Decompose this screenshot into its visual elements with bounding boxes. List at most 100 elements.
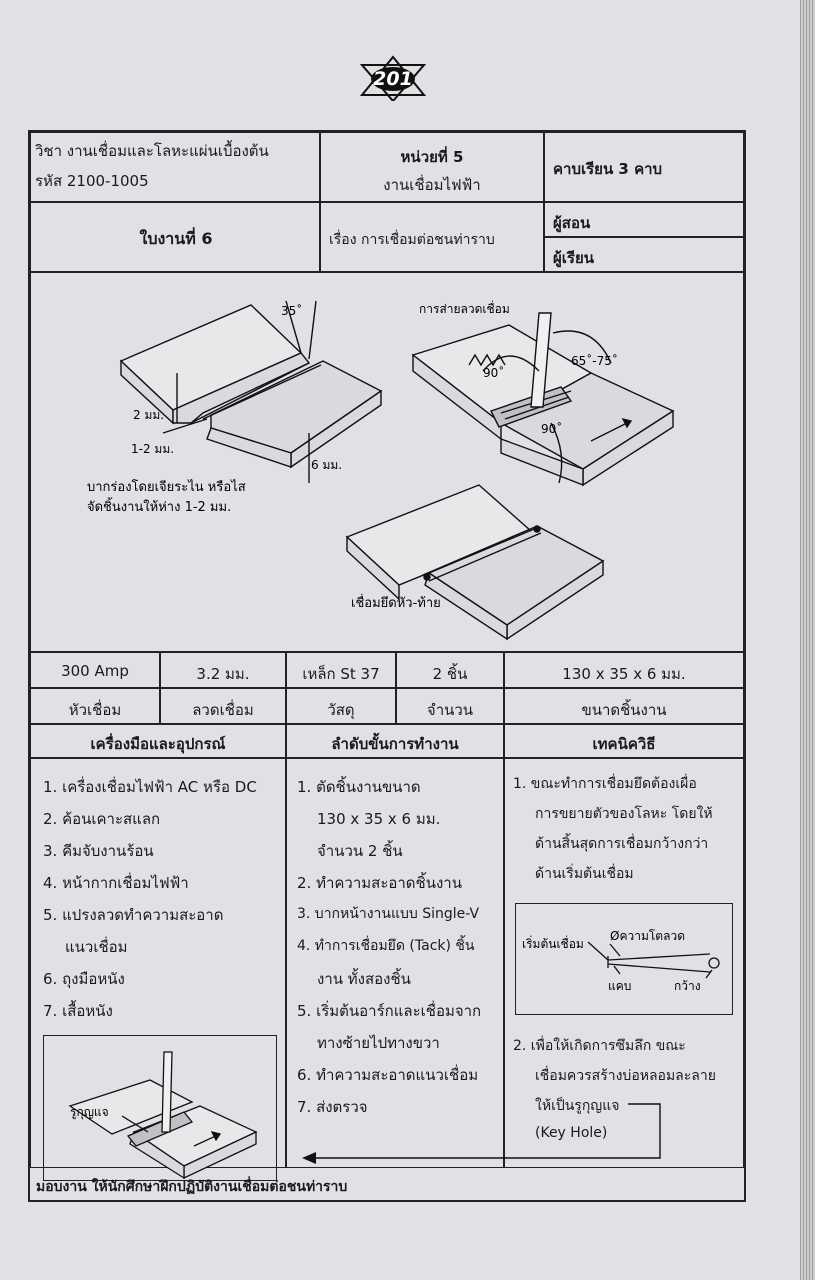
spec-size-label-cell: ขนาดชิ้นงาน (504, 688, 744, 724)
spec-electrode-label-cell: ลวดเชื่อม (160, 688, 286, 724)
subject-cell: วิชา งานเชื่อมและโลหะแผ่นเบื้องต้น รหัส … (30, 132, 320, 202)
spec-size-value: 130 x 35 x 6 มม. (562, 665, 686, 683)
dim-2mm-label: 2 มม. (133, 408, 164, 422)
tech-title: เทคนิควิธี (592, 735, 656, 753)
weave-label: การส่ายลวดเชื่อม (419, 300, 510, 316)
gap-diameter-label: Øความโตลวด (610, 929, 685, 943)
welding-figures: 35˚ 2 มม. 1-2 มม. 6 มม. บากร่องโดยเจียระ… (87, 300, 675, 641)
steps-column: 1. ตัดชิ้นงานขนาด 130 x 35 x 6 มม. จำนวน… (286, 758, 504, 1168)
angle-65-75-label: 65˚-75˚ (571, 353, 618, 368)
step-item: 1. ตัดชิ้นงานขนาด (297, 778, 421, 796)
unit-text: หน่วยที่ 5 (400, 148, 464, 166)
gap-diagram: เริ่มต้นเชื่อม Øความโตลวด แคบ กว้าง (515, 903, 733, 1015)
gap-narrow-label: แคบ (608, 979, 631, 993)
tech-header: เทคนิควิธี (504, 724, 744, 758)
dim-6mm-label: 6 มม. (311, 458, 342, 472)
angle-35-label: 35˚ (281, 303, 302, 318)
spec-qty-value: 2 ชิ้น (432, 665, 468, 683)
tools-column: 1. เครื่องเชื่อมไฟฟ้า AC หรือ DC 2. ค้อน… (30, 758, 286, 1181)
periods-text: คาบเรียน 3 คาบ (553, 160, 663, 178)
angle-90a-label: 90˚ (483, 365, 504, 380)
step-item: 130 x 35 x 6 มม. (317, 810, 441, 828)
worksheet-frame: วิชา งานเชื่อมและโลหะแผ่นเบื้องต้น รหัส … (28, 130, 746, 1202)
v-groove-plates-figure (119, 300, 383, 483)
tool-item: 3. คีมจับงานร้อน (43, 842, 154, 860)
technique-column: 1. ขณะทำการเชื่อมยึดต้องเผื่อ การขยายตัว… (504, 758, 744, 1168)
learner-text: ผู้เรียน (553, 249, 595, 267)
spec-qty-cell: 2 ชิ้น (396, 652, 504, 688)
steps-title: ลำดับขั้นการทำงาน (331, 735, 459, 753)
technique-line: ด้านเริ่มต้นเชื่อม (535, 866, 634, 882)
technique-line: ด้านสิ้นสุดการเชื่อมกว้างกว่า (535, 836, 709, 852)
tools-header: เครื่องมือและอุปกรณ์ (30, 724, 286, 758)
spec-current-cell: 300 Amp (30, 652, 160, 688)
technique2-line: ให้เป็นรูกุญแจ (535, 1098, 620, 1114)
technique2-line: 2. เพื่อให้เกิดการซึมลึก ขณะ (513, 1038, 686, 1054)
spec-material-label-cell: วัสดุ (286, 688, 396, 724)
spec-current-label-cell: หัวเชื่อม (30, 688, 160, 724)
spec-size-label: ขนาดชิ้นงาน (581, 701, 667, 719)
teacher-cell: ผู้สอน (544, 202, 744, 237)
keyhole-label: รูกุญแจ (70, 1105, 109, 1120)
weld-bead-figure (411, 312, 675, 487)
technique2-line: เชื่อมควรสร้างบ่อหลอมละลาย (535, 1068, 716, 1084)
assignment-text: มอบงาน ให้นักศึกษาฝึกปฏิบัติงานเชื่อมต่อ… (36, 1179, 348, 1195)
unit-cell: หน่วยที่ 5 งานเชื่อมไฟฟ้า (320, 132, 544, 202)
spec-current-value: 300 Amp (61, 662, 129, 680)
angle-90b-label: 90˚ (541, 421, 562, 436)
topic-cell: เรื่อง การเชื่อมต่อชนท่าราบ (320, 202, 544, 272)
page-number-badge (360, 55, 426, 101)
tool-item: 1. เครื่องเชื่อมไฟฟ้า AC หรือ DC (43, 778, 257, 796)
spec-material-cell: เหล็ก St 37 (286, 652, 396, 688)
tool-item: 5. แปรงลวดทำความสะอาด (43, 906, 224, 924)
teacher-text: ผู้สอน (553, 214, 591, 232)
prep-note-line1: บากร่องโดยเจียระไน หรือไส (87, 479, 246, 495)
step-item: จำนวน 2 ชิ้น (317, 842, 403, 860)
step-item: 5. เริ่มต้นอาร์กและเชื่อมจาก (297, 1002, 482, 1020)
keyhole-figure-box: รูกุญแจ (43, 1035, 277, 1181)
keyhole-figure: รูกุญแจ (68, 1051, 258, 1180)
spec-electrode-cell: 3.2 มม. (160, 652, 286, 688)
technique-line: การขยายตัวของโลหะ โดยให้ (535, 806, 713, 822)
gap-diagram-drawing: เริ่มต้นเชื่อม Øความโตลวด แคบ กว้าง (522, 929, 720, 993)
technique-line: 1. ขณะทำการเชื่อมยึดต้องเผื่อ (513, 776, 697, 792)
unit-name-text: งานเชื่อมไฟฟ้า (383, 176, 481, 194)
technique2-line: (Key Hole) (535, 1125, 608, 1141)
gap-wide-label: กว้าง (674, 979, 701, 993)
tools-title: เครื่องมือและอุปกรณ์ (90, 735, 226, 753)
spec-material-value: เหล็ก St 37 (302, 665, 380, 683)
page-number: 201 (373, 68, 413, 90)
step-item: 6. ทำความสะอาดแนวเชื่อม (297, 1066, 479, 1084)
spec-qty-label-cell: จำนวน (396, 688, 504, 724)
tool-item: 4. หน้ากากเชื่อมไฟฟ้า (43, 874, 189, 892)
code-text: รหัส 2100-1005 (35, 172, 149, 190)
step-item: 2. ทำความสะอาดชิ้นงาน (297, 874, 462, 892)
subject-text: วิชา งานเชื่อมและโลหะแผ่นเบื้องต้น (35, 142, 269, 160)
spec-material-label: วัสดุ (327, 701, 355, 719)
worksheet-cell: ใบงานที่ 6 (30, 202, 320, 272)
spec-electrode-label: ลวดเชื่อม (192, 701, 254, 719)
gap-start-label: เริ่มต้นเชื่อม (522, 935, 584, 951)
step-item: 7. ส่งตรวจ (297, 1098, 368, 1116)
dim-1-2mm-label: 1-2 มม. (131, 442, 174, 456)
spec-size-cell: 130 x 35 x 6 มม. (504, 652, 744, 688)
steps-header: ลำดับขั้นการทำงาน (286, 724, 504, 758)
tack-weld-figure (345, 484, 605, 641)
step-item: 4. ทำการเชื่อมยึด (Tack) ชิ้น (297, 938, 475, 954)
topic-text: เรื่อง การเชื่อมต่อชนท่าราบ (329, 232, 495, 248)
spec-current-label: หัวเชื่อม (68, 701, 122, 719)
tack-label: เชื่อมยึดหัว-ท้าย (351, 594, 441, 611)
learner-cell: ผู้เรียน (544, 237, 744, 272)
periods-cell: คาบเรียน 3 คาบ (544, 132, 744, 202)
figure-area: 35˚ 2 มม. 1-2 มม. 6 มม. บากร่องโดยเจียระ… (30, 272, 744, 652)
spec-qty-label: จำนวน (426, 701, 474, 719)
page-edge (800, 0, 815, 1280)
worksheet-text: ใบงานที่ 6 (139, 229, 213, 248)
prep-note-line2: จัดชิ้นงานให้ห่าง 1-2 มม. (87, 497, 231, 515)
spec-electrode-value: 3.2 มม. (196, 665, 250, 683)
tool-item: 6. ถุงมือหนัง (43, 970, 125, 988)
tool-item: แนวเชื่อม (65, 938, 128, 956)
step-item: งาน ทั้งสองชิ้น (317, 970, 411, 988)
tool-item: 2. ค้อนเคาะสแลก (43, 810, 161, 828)
